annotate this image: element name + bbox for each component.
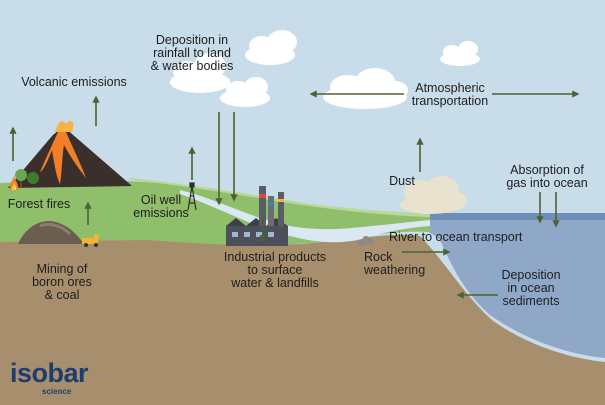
label-rock-weathering: Rock weathering [364,250,426,277]
dust-cloud-icon [400,176,467,214]
label-forest-fires: Forest fires [7,197,71,211]
volcano-icon [8,120,132,188]
cloud-icon [245,30,297,65]
rock-icon [357,236,374,246]
ocean [360,215,605,358]
label-river-to-ocean: River to ocean transport [389,230,523,244]
arrows [9,90,580,299]
label-mining: Mining of boron ores & coal [32,262,92,302]
mining-mound-icon [18,220,84,244]
isobar-logo: isobar science [10,358,89,397]
dump-truck-icon [82,234,99,247]
label-atmospheric-transportation: Atmospheric transportation [411,81,489,108]
river [180,190,430,243]
label-industrial-products: Industrial products to surface water & l… [223,250,327,290]
label-dust: Dust [389,174,415,188]
forest-fire-icon [9,169,39,190]
grass [0,180,430,246]
logo-wordmark: isobar [10,358,89,388]
logo-subtitle: science [42,387,72,396]
oil-well-icon [187,182,197,211]
ground [0,234,605,405]
label-deposition-rainfall: Deposition in rainfall to land & water b… [150,33,234,73]
ocean-surface [380,213,605,220]
label-volcanic-emissions: Volcanic emissions [21,75,127,89]
grass-highlight [130,178,430,217]
cloud-icon [440,41,480,66]
factory-icon [226,186,288,246]
cloud-icon [220,77,270,107]
label-oil-well-emissions: Oil well emissions [133,193,189,220]
cloud-icon [170,53,230,93]
label-absorption-into-ocean: Absorption of gas into ocean [506,163,588,190]
label-deposition-ocean-sediments: Deposition in ocean sediments [501,268,561,308]
